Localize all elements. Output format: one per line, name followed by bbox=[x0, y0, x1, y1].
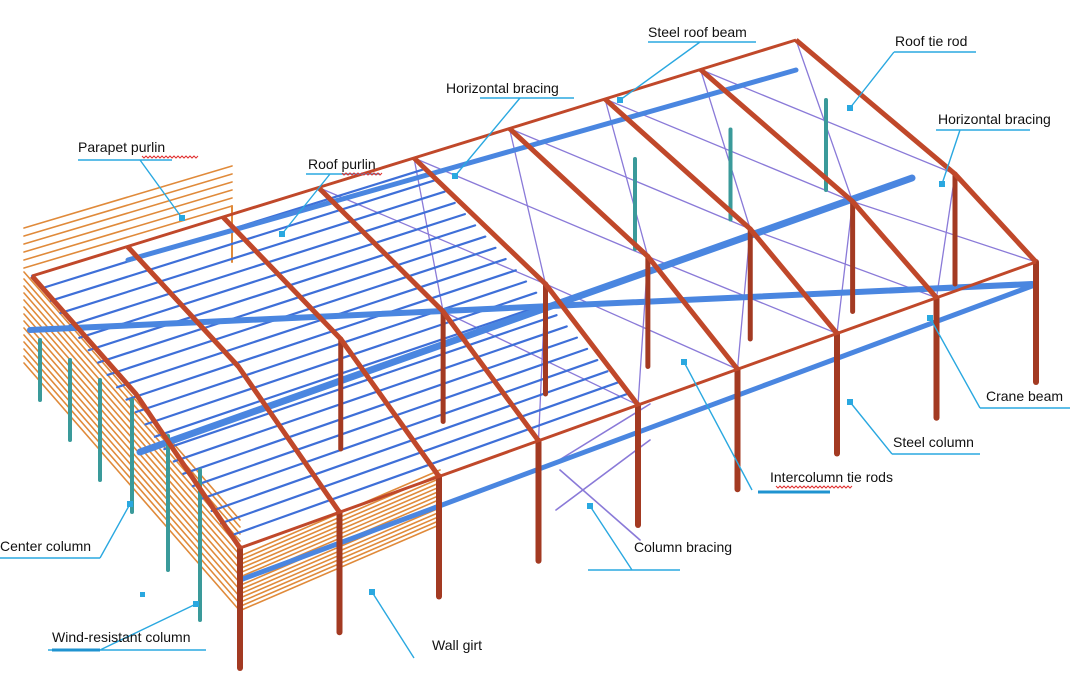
anchor-dot bbox=[127, 501, 133, 507]
horizontal-bracing bbox=[508, 127, 751, 230]
roof-purlin bbox=[78, 213, 467, 339]
anchor-dot bbox=[279, 231, 285, 237]
crane-beam bbox=[136, 174, 916, 456]
anchor-dot bbox=[179, 215, 185, 221]
roof-purlin bbox=[125, 269, 517, 401]
horizontal-bracing bbox=[413, 157, 444, 313]
anchor-dot bbox=[681, 359, 687, 365]
horizontal-bracing bbox=[508, 127, 547, 285]
crane-beam bbox=[125, 67, 799, 263]
anchor-dot bbox=[587, 503, 593, 509]
roof-purlin bbox=[115, 257, 507, 389]
steel-roof-beam bbox=[125, 244, 342, 514]
horizontal-bracing bbox=[935, 173, 956, 299]
anchor-dot bbox=[193, 601, 199, 607]
steel-roof-beam bbox=[507, 126, 740, 371]
horizontal-bracing bbox=[604, 98, 649, 258]
parapet-purlin bbox=[23, 173, 233, 237]
steel-roof-beam bbox=[794, 38, 1038, 264]
roof-purlin bbox=[97, 235, 487, 364]
leader-horizontal-bracing-right bbox=[936, 129, 1030, 185]
roof-purlin bbox=[210, 370, 609, 513]
label-parapet-purlin: Parapet purlin bbox=[78, 139, 165, 155]
steel-roof-frames bbox=[30, 38, 1038, 550]
roof-purlin bbox=[106, 246, 497, 377]
squiggle bbox=[141, 155, 199, 159]
roof-purlin bbox=[191, 347, 589, 488]
horizontal-bracing bbox=[413, 157, 649, 258]
label-horizontal-bracing-right: Horizontal bracing bbox=[938, 111, 1051, 127]
column-bracing bbox=[559, 469, 641, 541]
label-column-bracing: Column bracing bbox=[634, 539, 732, 555]
anchor-dot bbox=[939, 181, 945, 187]
roof-purlin bbox=[201, 358, 599, 500]
roof-purlin bbox=[68, 201, 456, 327]
label-wall-girt: Wall girt bbox=[432, 637, 482, 653]
leader-steel-roof-beam bbox=[619, 41, 756, 101]
squiggle bbox=[341, 172, 383, 176]
label-intercolumn-tie-rods: Intercolumn tie rods bbox=[770, 469, 893, 485]
anchor-dot bbox=[617, 97, 623, 103]
label-center-column: Center column bbox=[0, 538, 91, 554]
roof-purlins bbox=[30, 156, 640, 550]
column-bracing bbox=[555, 439, 651, 511]
building-structure bbox=[23, 38, 1039, 671]
steel-columns bbox=[38, 98, 1039, 671]
label-steel-roof-beam: Steel roof beam bbox=[648, 24, 747, 40]
leader-horizontal-bracing-top bbox=[454, 97, 574, 177]
label-wind-resistant-column: Wind-resistant column bbox=[52, 629, 191, 645]
leader-steel-column bbox=[849, 401, 980, 455]
roof-purlin bbox=[153, 302, 548, 438]
parapet-purlin bbox=[23, 189, 233, 253]
component-labels: Steel roof beam Roof tie rod Horizontal … bbox=[0, 24, 1063, 653]
anchor-dot bbox=[927, 315, 933, 321]
leader-crane-beam bbox=[929, 317, 1070, 409]
horizontal-bracing bbox=[836, 200, 854, 335]
leader-roof-tie-rod bbox=[849, 51, 976, 109]
anchor-dot bbox=[369, 589, 375, 595]
label-crane-beam: Crane beam bbox=[986, 388, 1063, 404]
leader-wall-girt bbox=[371, 591, 415, 659]
steel-roof-beam bbox=[316, 185, 541, 443]
leader-column-bracing bbox=[588, 505, 680, 571]
horizontal-bracing bbox=[749, 228, 938, 299]
horizontal-bracing bbox=[851, 200, 1037, 263]
label-steel-column: Steel column bbox=[893, 434, 974, 450]
roof-purlin bbox=[163, 314, 558, 451]
label-horizontal-bracing-top: Horizontal bracing bbox=[446, 80, 559, 96]
roof-purlin bbox=[134, 280, 528, 414]
steel-roof-beam bbox=[30, 274, 243, 550]
parapet-purlin bbox=[23, 165, 233, 229]
squiggle bbox=[775, 485, 853, 489]
label-underlines bbox=[52, 490, 830, 652]
leader-intercolumn-tie-rods bbox=[683, 361, 753, 491]
parapet-purlin bbox=[23, 197, 233, 261]
horizontal-bracing bbox=[317, 186, 547, 285]
leader-anchor-dots bbox=[127, 97, 945, 607]
parapet-purlin bbox=[23, 181, 233, 245]
steel-roof-beam bbox=[603, 97, 839, 336]
leader-parapet-purlin bbox=[78, 159, 183, 219]
label-roof-purlin: Roof purlin bbox=[308, 156, 376, 172]
steel-roof-beam bbox=[221, 215, 442, 478]
anchor-dot bbox=[847, 105, 853, 111]
roof-purlin bbox=[59, 190, 446, 315]
steel-roof-beam bbox=[698, 67, 939, 300]
anchor-dot bbox=[140, 592, 145, 597]
label-roof-tie-rod: Roof tie rod bbox=[895, 33, 967, 49]
roof-purlin bbox=[182, 336, 579, 475]
parapet-purlin bbox=[23, 205, 233, 269]
spellcheck-squiggles bbox=[141, 155, 853, 489]
steel-roof-beam bbox=[412, 156, 640, 407]
column-bracing bbox=[555, 403, 651, 463]
roof-purlin bbox=[172, 325, 568, 463]
roof-purlin bbox=[87, 224, 477, 352]
anchor-dot bbox=[847, 399, 853, 405]
anchor-dot bbox=[452, 173, 458, 179]
leader-center-column bbox=[0, 503, 131, 559]
